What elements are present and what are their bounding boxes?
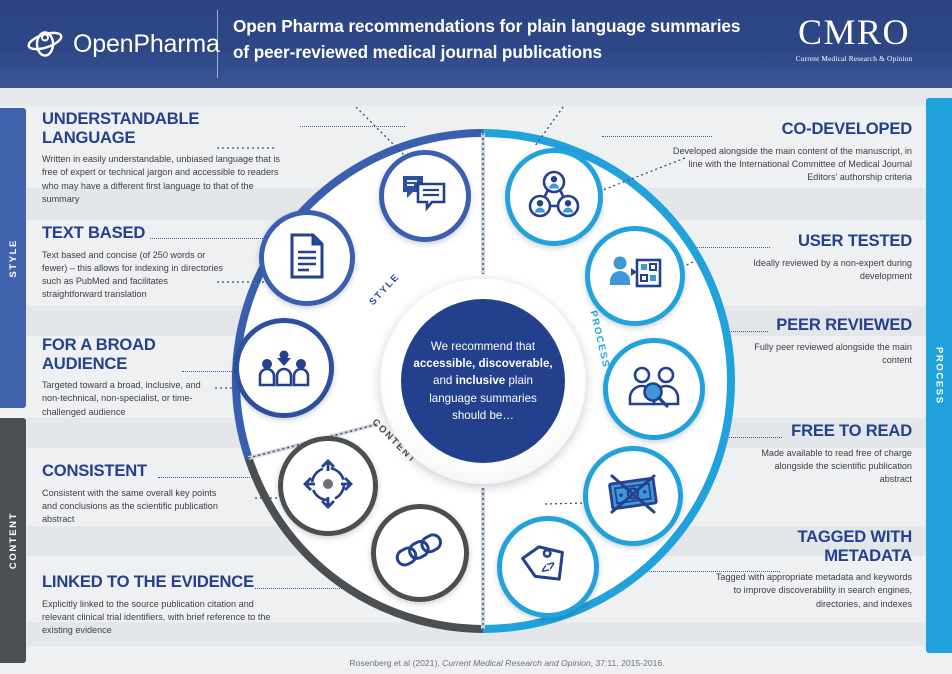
footer-citation: Rosenberg et al (2021), Current Medical …	[0, 658, 952, 668]
item-title: FREE TO READ	[791, 421, 912, 440]
speech-bubbles-icon	[400, 172, 450, 221]
item-body: Fully peer reviewed alongside the main c…	[754, 341, 912, 365]
page-title: Open Pharma recommendations for plain la…	[233, 13, 778, 65]
item-title: FOR A BROAD AUDIENCE	[42, 335, 156, 373]
item-peer-reviewed[interactable]: PEER REVIEWED Fully peer reviewed alongs…	[737, 315, 912, 367]
item-body: Written in easily understandable, unbias…	[42, 154, 280, 204]
svg-text:<>: <>	[538, 557, 560, 578]
icon-circle-understandable-language[interactable]	[379, 150, 471, 242]
leader-line	[150, 238, 315, 239]
collaboration-network-icon	[528, 170, 580, 225]
recommendations-wheel: STYLE PROCESS CONTENT	[215, 106, 750, 656]
page-title-line2: of peer-reviewed medical journal publica…	[233, 42, 602, 63]
item-body: Targeted toward a broad, inclusive, and …	[42, 380, 201, 417]
item-title: UNDERSTANDABLE LANGUAGE	[42, 109, 200, 147]
item-body: Explicitly linked to the source publicat…	[42, 598, 271, 635]
item-title: TEXT BASED	[42, 223, 146, 242]
citation-suffix: , 37:11, 2015-2016.	[590, 658, 665, 668]
cmro-full-name: Current Medical Research & Opinion	[795, 54, 913, 63]
leader-line	[158, 477, 318, 478]
target-crosshair-icon	[302, 458, 354, 515]
icon-circle-text-based[interactable]	[259, 210, 355, 306]
leader-line	[630, 571, 780, 572]
item-user-tested[interactable]: USER TESTED Ideally reviewed by a non-ex…	[737, 231, 912, 283]
side-tab-content-label: CONTENT	[7, 511, 19, 570]
side-tab-style-label: STYLE	[7, 238, 19, 278]
item-understandable-language[interactable]: UNDERSTANDABLE LANGUAGE Written in easil…	[42, 109, 292, 206]
infographic-canvas: STYLE CONTENT PROCESS UNDERSTANDABLE LAN…	[0, 88, 952, 674]
side-tab-style[interactable]: STYLE	[0, 108, 26, 408]
item-body: Text based and concise (of 250 words or …	[42, 249, 223, 300]
arc-process	[482, 129, 735, 633]
page-title-line1: Open Pharma recommendations for plain la…	[233, 16, 741, 36]
leader-line	[255, 588, 350, 589]
document-icon	[287, 232, 327, 285]
item-title: TAGGED WITH METADATA	[797, 527, 912, 565]
item-linked-to-the-evidence[interactable]: LINKED TO THE EVIDENCE Explicitly linked…	[42, 572, 272, 637]
item-body: Tagged with appropriate metadata and key…	[715, 572, 912, 609]
openpharma-wordmark: OpenPharma	[73, 29, 220, 58]
leader-line	[602, 136, 712, 137]
leader-line	[675, 247, 770, 248]
item-title: PEER REVIEWED	[776, 315, 912, 334]
citation-journal: Current Medical Research and Opinion	[442, 658, 591, 668]
cmro-logo: CMRO Current Medical Research & Opinion	[774, 14, 934, 63]
item-co-developed[interactable]: CO-DEVELOPED Developed alongside the mai…	[667, 119, 913, 184]
metadata-tag-icon: <>	[521, 539, 575, 596]
item-tagged-with-metadata[interactable]: TAGGED WITH METADATA Tagged with appropr…	[707, 527, 912, 611]
peer-review-magnifier-icon	[626, 364, 682, 415]
item-body: Consistent with the same overall key poi…	[42, 487, 218, 524]
no-money-banknote-icon	[605, 471, 661, 522]
chain-link-icon	[393, 529, 447, 578]
side-tab-content[interactable]: CONTENT	[0, 418, 26, 663]
item-free-to-read[interactable]: FREE TO READ Made available to read free…	[740, 421, 912, 486]
icon-circle-free-to-read[interactable]	[583, 446, 683, 546]
item-title: CO-DEVELOPED	[781, 119, 913, 138]
icon-circle-co-developed[interactable]	[505, 148, 603, 246]
icon-circle-consistent[interactable]	[278, 436, 378, 536]
icon-circle-user-tested[interactable]	[585, 226, 685, 326]
leader-line	[300, 126, 405, 127]
hub-statement: We recommend that accessible, discoverab…	[413, 340, 553, 422]
item-body: Made available to read free of charge al…	[761, 447, 912, 484]
audience-group-icon	[257, 344, 311, 393]
item-body: Ideally reviewed by a non-expert during …	[753, 257, 912, 281]
citation-prefix: Rosenberg et al (2021),	[349, 658, 443, 668]
item-body: Developed alongside the main content of …	[672, 145, 912, 182]
item-title: LINKED TO THE EVIDENCE	[42, 572, 254, 591]
item-consistent[interactable]: CONSISTENT Consistent with the same over…	[42, 461, 227, 526]
openpharma-orbit-icon	[24, 23, 66, 65]
item-title: CONSISTENT	[42, 461, 147, 480]
hub-center: We recommend that accessible, discoverab…	[401, 299, 565, 463]
icon-circle-tagged-with-metadata[interactable]: <>	[497, 516, 599, 618]
item-for-a-broad-audience[interactable]: FOR A BROAD AUDIENCE Targeted toward a b…	[42, 335, 217, 419]
cmro-abbreviation: CMRO	[797, 12, 911, 52]
side-tab-process-label: PROCESS	[933, 346, 945, 405]
item-title: USER TESTED	[798, 231, 912, 250]
openpharma-logo: OpenPharma	[24, 16, 220, 72]
header-divider	[217, 10, 218, 78]
item-text-based[interactable]: TEXT BASED Text based and concise (of 25…	[42, 223, 227, 301]
icon-circle-peer-reviewed[interactable]	[603, 338, 705, 440]
side-tab-process[interactable]: PROCESS	[926, 98, 952, 653]
band-strip	[0, 88, 952, 106]
icon-circle-linked-to-the-evidence[interactable]	[371, 504, 469, 602]
icon-circle-for-a-broad-audience[interactable]	[234, 318, 334, 418]
page-header: OpenPharma Open Pharma recommendations f…	[0, 0, 952, 88]
user-testing-checklist-icon	[607, 252, 663, 301]
